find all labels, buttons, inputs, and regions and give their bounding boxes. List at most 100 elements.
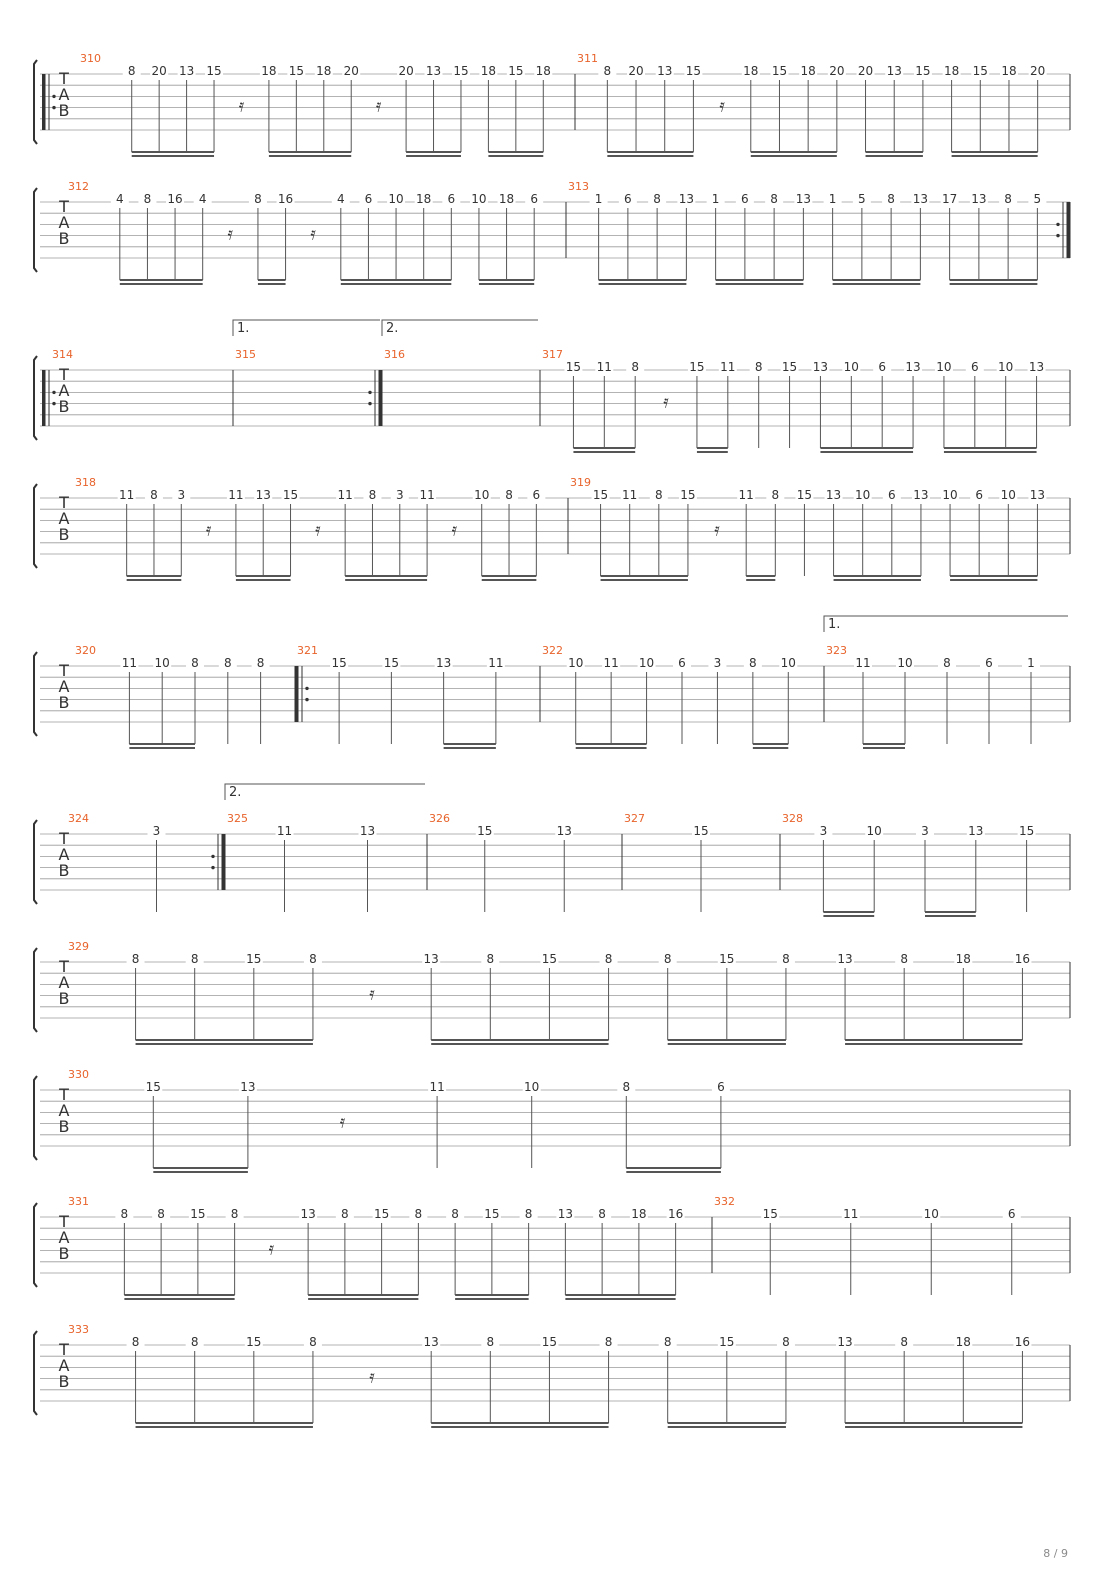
fret-number: 6: [971, 360, 979, 374]
fret-background: [776, 954, 795, 965]
fret-number: 1: [595, 192, 603, 206]
fret-background: [882, 490, 901, 501]
fret-background: [593, 1209, 612, 1220]
sixteenth-rest: 𝄿: [369, 984, 375, 1005]
fret-background: [251, 658, 270, 669]
fret-number: 18: [499, 192, 514, 206]
fret-background: [761, 1209, 780, 1220]
sixteenth-rest: 𝄿: [340, 1112, 346, 1133]
measure-number: 319: [570, 476, 591, 489]
fret-background: [422, 1337, 441, 1348]
fret-background: [205, 66, 224, 77]
fret-background: [314, 66, 333, 77]
fret-background: [126, 1337, 145, 1348]
tab-clef-letter: A: [59, 1356, 70, 1375]
fret-background: [865, 826, 884, 837]
fret-number: 8: [604, 64, 612, 78]
measure-number: 326: [429, 812, 450, 825]
fret-background: [287, 66, 306, 77]
fret-background: [684, 66, 703, 77]
fret-number: 10: [639, 656, 654, 670]
fret-background: [1013, 1337, 1032, 1348]
sixteenth-rest: 𝄿: [452, 520, 458, 541]
fret-number: 8: [132, 1335, 140, 1349]
measure-number: 328: [782, 812, 803, 825]
fret-number: 15: [782, 360, 797, 374]
measure-number: 310: [80, 52, 101, 65]
fret-number: 6: [888, 488, 896, 502]
fret-background: [1002, 1209, 1021, 1220]
measure-number: 315: [235, 348, 256, 361]
fret-background: [599, 1337, 618, 1348]
fret-number: 13: [837, 1335, 852, 1349]
fret-number: 13: [887, 64, 902, 78]
fret-number: 13: [557, 824, 572, 838]
fret-number: 13: [558, 1207, 573, 1221]
fret-number: 8: [525, 1207, 533, 1221]
fret-number: 15: [190, 1207, 205, 1221]
fret-number: 18: [631, 1207, 646, 1221]
tab-clef-letter: B: [59, 397, 70, 416]
fret-number: 13: [826, 488, 841, 502]
measure-number: 329: [68, 940, 89, 953]
fret-background: [110, 194, 129, 205]
tab-clef-letter: T: [58, 365, 69, 384]
fret-background: [451, 66, 470, 77]
tab-clef-letter: B: [59, 693, 70, 712]
fret-number: 6: [717, 1080, 725, 1094]
fret-background: [765, 194, 784, 205]
fret-background: [620, 490, 639, 501]
fret-number: 4: [116, 192, 124, 206]
fret-background: [330, 658, 349, 669]
fret-number: 10: [942, 488, 957, 502]
tab-clef-letter: A: [59, 1228, 70, 1247]
measure-number: 317: [542, 348, 563, 361]
fret-number: 8: [144, 192, 152, 206]
fret-background: [735, 194, 754, 205]
fret-number: 13: [1029, 360, 1044, 374]
fret-background: [599, 954, 618, 965]
tab-clef-letter: B: [59, 101, 70, 120]
fret-number: 8: [150, 488, 158, 502]
fret-number: 1: [829, 192, 837, 206]
fret-number: 15: [689, 360, 704, 374]
fret-background: [138, 194, 157, 205]
fret-number: 15: [772, 64, 787, 78]
fret-number: 13: [971, 192, 986, 206]
fret-number: 13: [968, 824, 983, 838]
fret-number: 10: [155, 656, 170, 670]
tab-clef-letter: A: [59, 973, 70, 992]
sixteenth-rest: 𝄿: [369, 1367, 375, 1388]
fret-number: 15: [246, 1335, 261, 1349]
fret-number: 15: [331, 656, 346, 670]
fret-background: [971, 66, 990, 77]
sixteenth-rest: 𝄿: [376, 96, 382, 117]
fret-number: 15: [283, 488, 298, 502]
sixteenth-rest: 𝄿: [269, 1239, 275, 1260]
fret-number: 11: [843, 1207, 858, 1221]
fret-number: 13: [436, 656, 451, 670]
fret-background: [475, 826, 494, 837]
fret-background: [854, 658, 872, 669]
fret-number: 13: [837, 952, 852, 966]
fret-number: 8: [605, 1335, 613, 1349]
tab-clef-letter: T: [58, 493, 69, 512]
fret-number: 8: [254, 192, 262, 206]
fret-number: 13: [905, 360, 920, 374]
fret-background: [244, 1337, 263, 1348]
fret-number: 8: [622, 1080, 630, 1094]
fret-background: [852, 194, 871, 205]
fret-number: 15: [374, 1207, 389, 1221]
fret-background: [120, 658, 139, 669]
fret-number: 8: [505, 488, 513, 502]
fret-number: 17: [942, 192, 957, 206]
fret-background: [666, 1209, 685, 1220]
volta-label: 2.: [386, 321, 398, 336]
fret-background: [418, 490, 437, 501]
fret-background: [446, 1209, 465, 1220]
fret-number: 8: [191, 952, 199, 966]
fret-number: 8: [887, 192, 895, 206]
fret-number: 20: [1030, 64, 1045, 78]
fret-number: 6: [365, 192, 373, 206]
fret-background: [896, 658, 914, 669]
